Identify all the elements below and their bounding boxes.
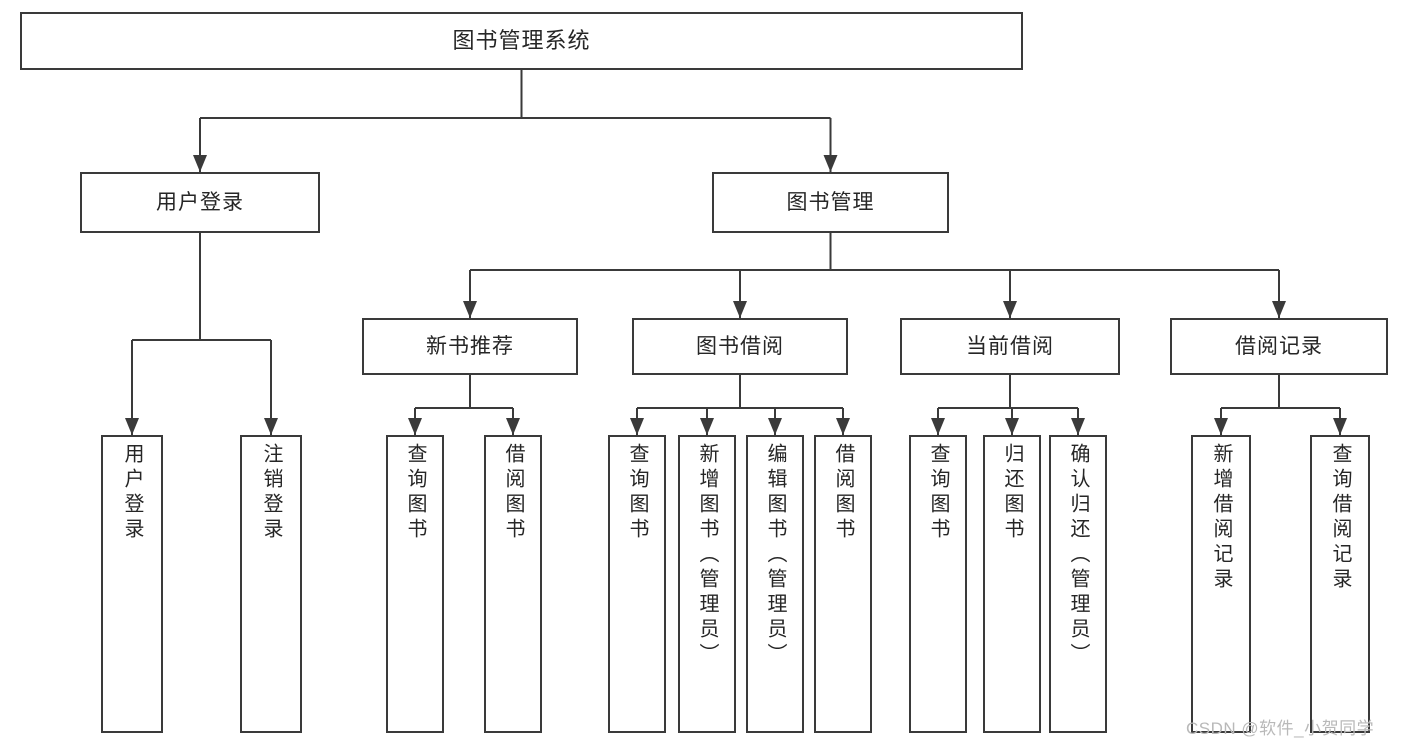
leaf-confirm-return[interactable]: 确认归还（管理员）: [1049, 435, 1107, 733]
node-borrow-record-label: 借阅记录: [1235, 334, 1323, 358]
leaf-query-book-2[interactable]: 查询图书: [608, 435, 666, 733]
node-book-borrow-label: 图书借阅: [696, 334, 784, 358]
leaf-borrow-book-2-label: 借阅图书: [832, 443, 854, 543]
leaf-borrow-book-1[interactable]: 借阅图书: [484, 435, 542, 733]
node-user-login[interactable]: 用户登录: [80, 172, 320, 233]
node-current-borrow[interactable]: 当前借阅: [900, 318, 1120, 375]
leaf-add-book-label: 新增图书（管理员）: [696, 443, 718, 668]
leaf-borrow-book-2[interactable]: 借阅图书: [814, 435, 872, 733]
leaf-user-login[interactable]: 用户登录: [101, 435, 163, 733]
leaf-add-book[interactable]: 新增图书（管理员）: [678, 435, 736, 733]
leaf-query-book-2-label: 查询图书: [626, 443, 648, 543]
leaf-query-book-3-label: 查询图书: [927, 443, 949, 543]
node-book-borrow[interactable]: 图书借阅: [632, 318, 848, 375]
leaf-return-book[interactable]: 归还图书: [983, 435, 1041, 733]
leaf-borrow-book-1-label: 借阅图书: [502, 443, 524, 543]
node-borrow-record[interactable]: 借阅记录: [1170, 318, 1388, 375]
leaf-query-book-3[interactable]: 查询图书: [909, 435, 967, 733]
leaf-add-borrow-record-label: 新增借阅记录: [1210, 443, 1232, 593]
leaf-user-logout[interactable]: 注销登录: [240, 435, 302, 733]
leaf-query-borrow-record-label: 查询借阅记录: [1329, 443, 1351, 593]
node-book-management-label: 图书管理: [786, 190, 875, 214]
node-root[interactable]: 图书管理系统: [20, 12, 1023, 70]
leaf-edit-book[interactable]: 编辑图书（管理员）: [746, 435, 804, 733]
leaf-confirm-return-label: 确认归还（管理员）: [1067, 443, 1089, 668]
node-root-label: 图书管理系统: [452, 27, 591, 53]
watermark: CSDN @软件_小贺同学: [1186, 719, 1375, 738]
node-current-borrow-label: 当前借阅: [966, 334, 1054, 358]
leaf-query-book-1[interactable]: 查询图书: [386, 435, 444, 733]
node-new-book-recommend-label: 新书推荐: [426, 334, 514, 358]
leaf-user-login-label: 用户登录: [121, 443, 143, 543]
leaf-query-book-1-label: 查询图书: [404, 443, 426, 543]
leaf-return-book-label: 归还图书: [1001, 443, 1023, 543]
node-user-login-label: 用户登录: [156, 190, 244, 214]
leaf-edit-book-label: 编辑图书（管理员）: [764, 443, 786, 668]
leaf-user-logout-label: 注销登录: [260, 443, 282, 543]
node-book-management[interactable]: 图书管理: [712, 172, 949, 233]
leaf-add-borrow-record[interactable]: 新增借阅记录: [1191, 435, 1251, 733]
node-new-book-recommend[interactable]: 新书推荐: [362, 318, 578, 375]
leaf-query-borrow-record[interactable]: 查询借阅记录: [1310, 435, 1370, 733]
